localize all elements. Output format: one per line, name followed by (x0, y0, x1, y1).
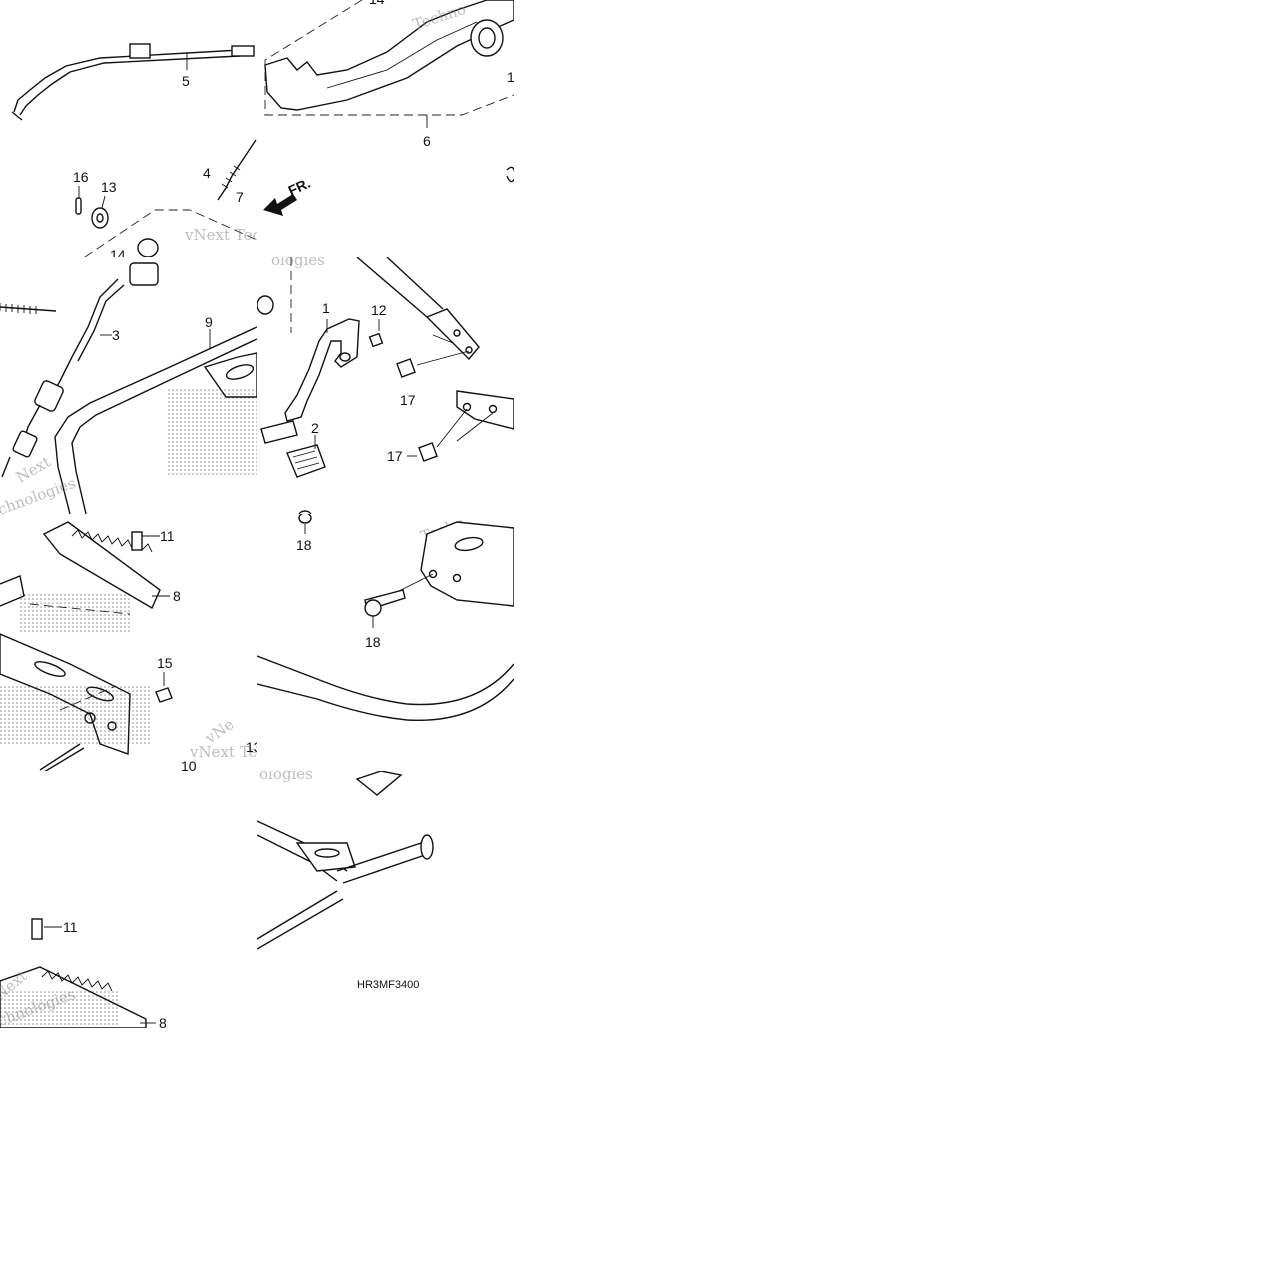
step-arm-lower (0, 575, 150, 755)
callout-6: 6 (423, 133, 431, 149)
step-frame-right (420, 521, 514, 607)
brake-pedal-arm (264, 0, 514, 111)
diagram-tile-top-right: 14 6 1 Techno FR. (257, 0, 514, 257)
callout-4: 4 (203, 165, 211, 181)
frame-bracket-upper (356, 257, 480, 361)
diagram-tile-top-left: 5 16 13 4 7 14 vNext Tec (0, 0, 257, 257)
step-frame-rear (257, 820, 434, 950)
callout-1: 1 (507, 69, 514, 85)
callout-14: 14 (256, 326, 257, 342)
watermark: vNext Technologies (189, 743, 257, 761)
direction-arrow-icon: FR. (263, 175, 313, 216)
callout-11: 11 (160, 528, 175, 544)
watermark: ologies (271, 257, 325, 269)
diagram-tile-lower-left: 11 8 15 10 vNext Technologies vNe 13 (0, 514, 257, 771)
callout-14: 14 (369, 0, 385, 7)
footpeg-upper (20, 521, 161, 634)
callout-3: 3 (112, 327, 120, 343)
callout-15: 15 (157, 655, 173, 671)
callout-14: 14 (110, 247, 126, 257)
callout-8: 8 (159, 1015, 167, 1028)
watermark: vNext Tec (184, 226, 257, 244)
callout-1: 1 (322, 300, 330, 316)
callout-13: 13 (246, 739, 257, 755)
pedal-rubber (286, 444, 326, 478)
callout-8: 8 (173, 588, 181, 604)
diagram-tile-middle-right: ologies 1 2 12 17 (257, 257, 514, 514)
diagram-tile-middle-left: 3 9 14 Next chnologies vNe (0, 257, 257, 514)
callout-18: 18 (365, 634, 381, 650)
washer (91, 207, 109, 229)
callout-9: 9 (205, 314, 213, 330)
callout-11: 11 (63, 919, 78, 935)
pedal-lever (260, 318, 360, 478)
diagram-tile-lower-right: 18 Techn 18 (257, 514, 514, 771)
callout-5: 5 (182, 73, 190, 89)
nut-15 (155, 687, 173, 703)
bolt-11 (31, 918, 43, 940)
callout-12: 12 (371, 302, 387, 318)
bolt-12 (368, 332, 384, 348)
diagram-tile-bottom-left: 11 8 Next chnologies (0, 771, 257, 1028)
footpeg-lower (0, 966, 147, 1028)
callout-7: 7 (236, 189, 244, 205)
bolt-17 (396, 358, 416, 378)
brake-cable (11, 43, 255, 121)
callout-13: 13 (101, 179, 117, 195)
diagram-tile-bottom-right: ologies HR3MF3400 (257, 771, 514, 1028)
watermark: chnologies (0, 474, 78, 514)
bolt-11 (131, 531, 143, 551)
callout-16: 16 (73, 169, 89, 185)
cotter-pin (75, 197, 82, 215)
frame-bracket-lower (456, 390, 514, 430)
watermark: ologies (259, 771, 313, 783)
callout-2: 2 (311, 420, 319, 436)
brake-light-switch (0, 262, 159, 478)
bolt-17b (418, 442, 438, 462)
guard-bar (257, 655, 514, 722)
return-spring (217, 139, 257, 201)
watermark: Next (13, 453, 54, 487)
callout-18: 18 (296, 537, 312, 553)
callout-17: 17 (387, 448, 403, 464)
callout-17: 17 (400, 392, 416, 408)
step-frame-left (54, 326, 257, 514)
svg-text:FR.: FR. (286, 175, 313, 199)
callout-10: 10 (181, 758, 197, 771)
diagram-code: HR3MF3400 (357, 979, 419, 991)
